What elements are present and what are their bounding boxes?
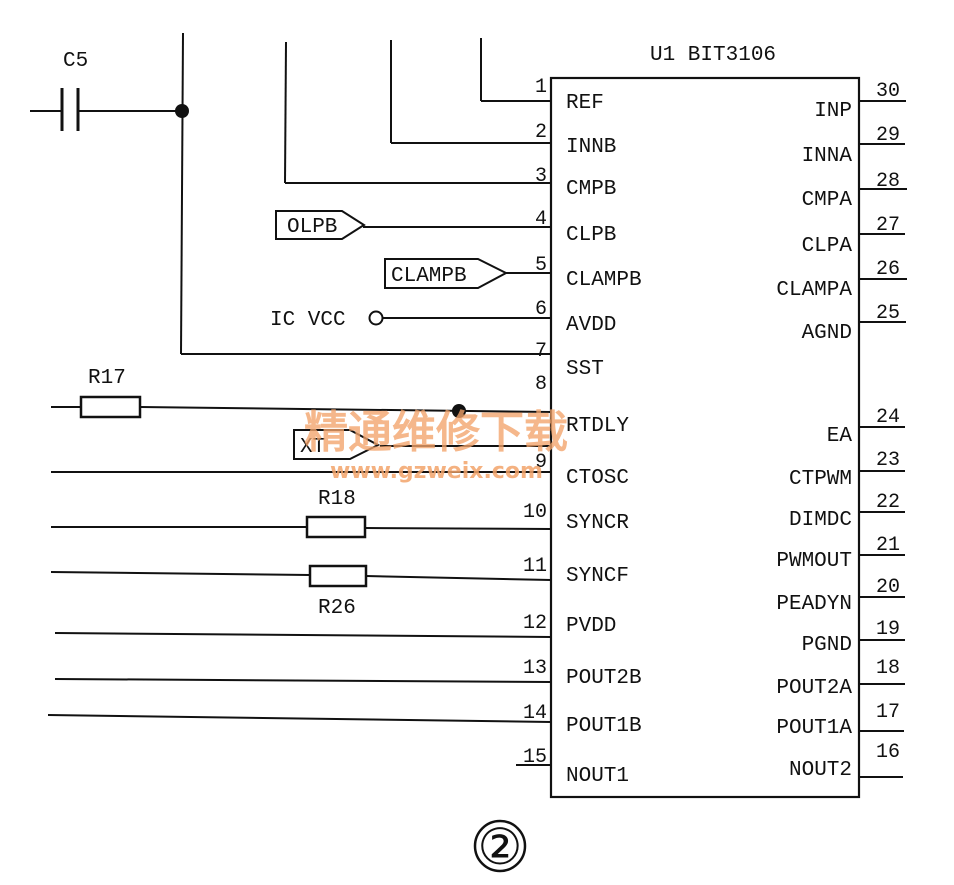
pin-number-right: 26 (876, 258, 900, 281)
pin-name-right: NOUT2 (789, 759, 852, 782)
right-pin-stubs (859, 100, 907, 778)
pin-number-left: 5 (535, 254, 547, 277)
pin-name-left: POUT2B (566, 667, 642, 690)
pin-number-left: 4 (535, 208, 547, 231)
net-flag-olpb (275, 210, 366, 240)
pin-number-right: 25 (876, 302, 900, 325)
pin-name-left: SYNCR (566, 512, 629, 535)
r18-label: R18 (318, 488, 356, 511)
pin-number-left: 14 (523, 702, 547, 725)
pin-number-left: 1 (535, 76, 547, 99)
net-flag-clampb (384, 258, 509, 289)
pin-number-left: 12 (523, 612, 547, 635)
pin-number-right: 24 (876, 406, 900, 429)
junction-dot (175, 104, 189, 118)
pin-number-right: 29 (876, 124, 900, 147)
figure-number: ② (478, 818, 523, 876)
pin-name-left: RTDLY (566, 415, 629, 438)
pin-name-right: CMPA (802, 189, 853, 212)
pin-name-right: POUT1A (776, 717, 852, 740)
olpb-label: OLPB (287, 216, 337, 239)
pin-number-right: 20 (876, 576, 900, 599)
pin-name-left: REF (566, 92, 604, 115)
pin-name-left: CTOSC (566, 467, 629, 490)
pin-number-left: 7 (535, 340, 547, 363)
pin-name-right: PEADYN (776, 593, 852, 616)
pin-name-left: POUT1B (566, 715, 642, 738)
vcc-terminal (368, 310, 384, 326)
resistor-r18 (305, 515, 367, 539)
pin-name-right: CLPA (802, 235, 853, 258)
pin-number-right: 27 (876, 214, 900, 237)
pin-number-left: 8 (535, 373, 547, 396)
net-flag-xt (293, 429, 381, 460)
pin-name-right: AGND (802, 322, 852, 345)
pin-number-right: 23 (876, 449, 900, 472)
pin-number-left: 11 (523, 555, 547, 578)
pin-name-right: PGND (802, 634, 852, 657)
pin-name-right: POUT2A (776, 677, 852, 700)
pin-number-right: 22 (876, 491, 900, 514)
pin-number-left: 2 (535, 121, 547, 144)
pin-name-left: CMPB (566, 178, 616, 201)
pin-number-left: 10 (523, 501, 547, 524)
pin-number-left: 15 (523, 746, 547, 769)
pin-name-left: AVDD (566, 314, 616, 337)
vertical-wires (180, 32, 482, 355)
pin-name-left: SYNCF (566, 565, 629, 588)
pin-name-right: CLAMPA (776, 279, 852, 302)
watermark-cn: 精通维修下载 (304, 407, 568, 458)
r26-label: R26 (318, 597, 356, 620)
clampb-label: CLAMPB (391, 265, 467, 288)
resistor-r17 (79, 395, 142, 419)
pin-number-right: 19 (876, 618, 900, 641)
pin-name-left: INNB (566, 136, 616, 159)
pin-name-right: CTPWM (789, 468, 852, 491)
junction-dot-pin8 (452, 404, 466, 418)
pin-number-right: 28 (876, 170, 900, 193)
pin-name-left: PVDD (566, 615, 616, 638)
pin-number-right: 30 (876, 80, 900, 103)
pin-name-left: SST (566, 358, 604, 381)
pin-name-left: CLPB (566, 224, 616, 247)
ic-body (549, 76, 861, 799)
r17-label: R17 (88, 367, 126, 390)
pin-number-left: 6 (535, 298, 547, 321)
pin-name-right: EA (827, 425, 853, 448)
pin-name-right: INP (814, 100, 852, 123)
pin-name-right: DIMDC (789, 509, 852, 532)
pin-name-left: NOUT1 (566, 765, 629, 788)
c5-label: C5 (63, 50, 88, 73)
ic-vcc-label: IC VCC (270, 309, 346, 332)
pin-number-left: 3 (535, 165, 547, 188)
pin-number-left: 13 (523, 657, 547, 680)
ic-title: U1 BIT3106 (650, 44, 776, 67)
pin-name-right: INNA (802, 145, 853, 168)
pin-name-left: CLAMPB (566, 269, 642, 292)
pin-number-right: 21 (876, 534, 900, 557)
pin-number-right: 16 (876, 741, 900, 764)
capacitor-c5 (30, 88, 189, 131)
left-pin-stubs (47, 100, 552, 766)
pin-number-right: 17 (876, 701, 900, 724)
watermark-url: www.gzweix.com (330, 459, 543, 484)
pin-number-left: 9 (535, 451, 547, 474)
pin-number-right: 18 (876, 657, 900, 680)
pin-name-right: PWMOUT (776, 550, 852, 573)
resistor-r26 (308, 564, 368, 588)
xt-label: XT (300, 436, 325, 459)
figure-number-ring (473, 819, 527, 873)
